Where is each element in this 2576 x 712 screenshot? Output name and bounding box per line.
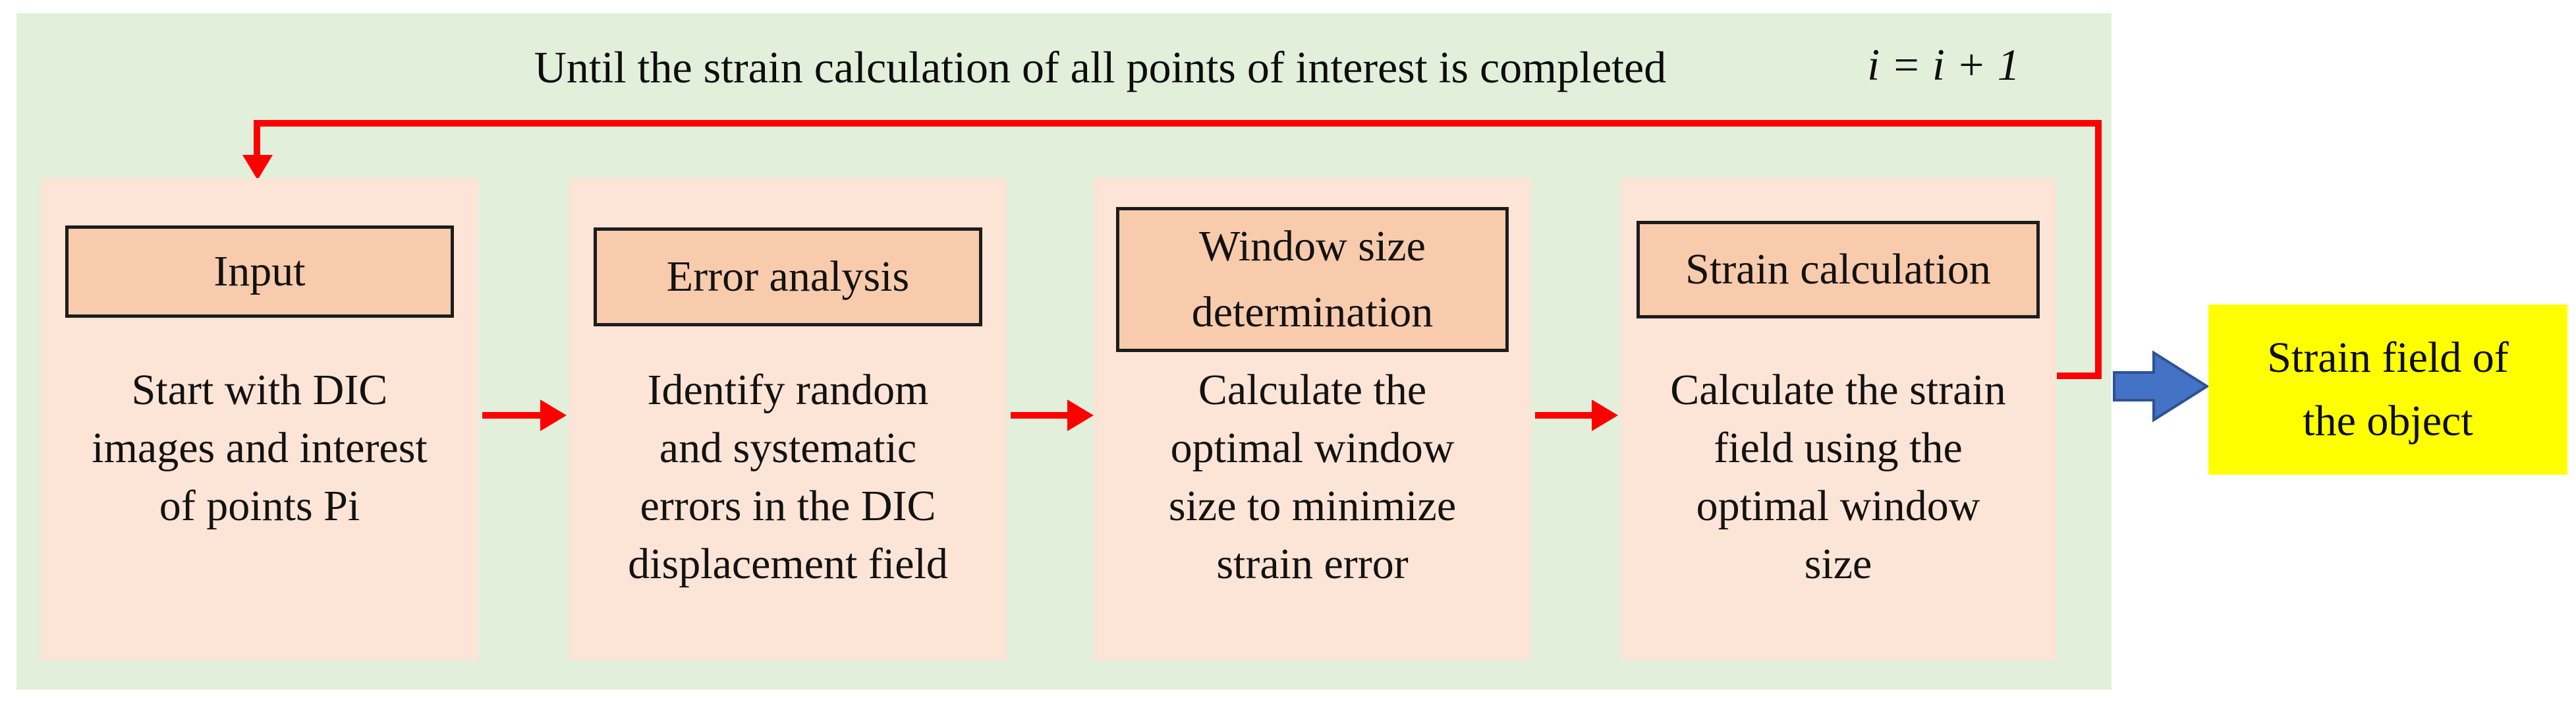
iteration-counter-label: i = i + 1 [1867, 40, 2020, 90]
step-strain-calculation-description: Calculate the strain field using the opt… [1670, 366, 2006, 588]
step-error-analysis-description: Identify random and systematic errors in… [628, 366, 948, 588]
loop-arrowhead-down-icon [242, 155, 273, 180]
step-input-description: Start with DIC images and interest of po… [92, 366, 428, 530]
flow-arrow-1-head-icon [540, 400, 567, 431]
flow-arrow-2-head-icon [1067, 400, 1094, 431]
step-window-size-determination-description: Calculate the optimal window size to min… [1168, 366, 1457, 588]
flow-arrow-3-head-icon [1592, 400, 1618, 431]
flow-arrow-1-shaft [482, 412, 542, 419]
step-input-title: Input [65, 225, 454, 318]
loop-arrow-top-segment [254, 120, 2102, 127]
step-input: Input Start with DIC images and interest… [41, 178, 478, 661]
loop-condition-label: Until the strain calculation of all poin… [534, 42, 1667, 92]
step-strain-calculation: Strain calculation Calculate the strain … [1621, 178, 2056, 661]
flow-arrow-3-shaft [1535, 412, 1594, 419]
step-strain-calculation-title: Strain calculation [1637, 221, 2040, 318]
loop-arrow-left-segment [254, 120, 260, 157]
step-window-size-determination-title: Window size determination [1116, 207, 1509, 352]
result-arrow-icon [2113, 350, 2210, 423]
step-error-analysis: Error analysis Identify random and syste… [569, 178, 1007, 661]
loop-arrow-stub-segment [2057, 372, 2102, 379]
step-error-analysis-title: Error analysis [594, 227, 982, 326]
loop-arrow-right-segment [2095, 120, 2102, 379]
flow-arrow-2-shaft [1011, 412, 1070, 419]
step-window-size-determination: Window size determination Calculate the … [1094, 178, 1531, 661]
result-box: Strain field of the object [2208, 305, 2567, 475]
